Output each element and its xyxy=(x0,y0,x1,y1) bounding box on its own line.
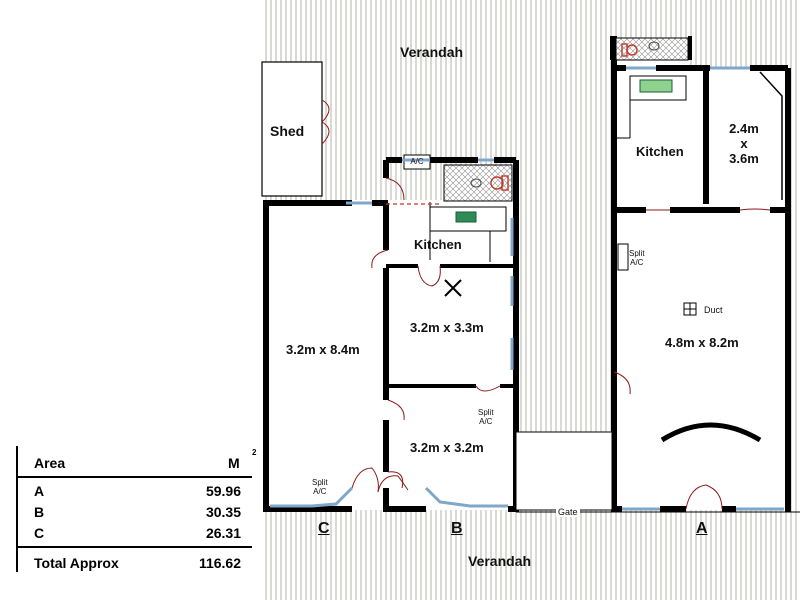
table-total-rule xyxy=(16,546,252,548)
room-b-lower-label: 3.2m x 3.2m xyxy=(410,440,484,455)
duct-icon xyxy=(683,302,697,316)
unit-c-letter: C xyxy=(318,520,330,537)
table-header-superscript: 2 xyxy=(252,448,257,457)
table-header-label: Area xyxy=(34,455,66,471)
room-a-small-label: 2.4m x 3.6m xyxy=(722,121,766,166)
cross-mark-icon xyxy=(444,279,462,297)
room-a-main-label: 4.8m x 8.2m xyxy=(665,335,739,350)
sink-icon xyxy=(455,178,482,223)
shed-label: Shed xyxy=(270,123,305,139)
kitchen-a-label: Kitchen xyxy=(636,144,684,159)
unit-b-wet-area xyxy=(386,154,513,262)
table-row-value: 26.31 xyxy=(205,525,241,541)
door-swing-icon xyxy=(351,467,379,493)
gate-label: Gate xyxy=(556,507,580,517)
kitchen-b-label: Kitchen xyxy=(414,237,462,252)
table-total-label: Total Approx xyxy=(34,555,119,571)
door-swings xyxy=(351,177,771,510)
arch-feature xyxy=(660,422,762,443)
split-ac-c-line1: Split xyxy=(312,478,328,487)
table-row-value: 30.35 xyxy=(205,504,241,520)
table-total-value: 116.62 xyxy=(198,555,241,571)
table-vertical-rule xyxy=(16,446,18,572)
split-ac-c-label: Split A/C xyxy=(312,478,328,496)
table-header-rule xyxy=(16,476,252,478)
verandah-top-label: Verandah xyxy=(400,44,464,60)
toilet-icon xyxy=(490,175,509,191)
room-a-small-dim3: 3.6m xyxy=(729,151,759,166)
fixture-icons xyxy=(444,41,762,443)
split-ac-a-label: Split A/C xyxy=(629,249,645,267)
door-swing-icon xyxy=(475,385,501,392)
windows xyxy=(270,66,784,511)
room-b-upper-label: 3.2m x 3.3m xyxy=(410,320,484,335)
room-c-main-label: 3.2m x 8.4m xyxy=(286,342,360,357)
gate-enclosure xyxy=(515,431,800,513)
shed xyxy=(261,61,330,197)
sink-icon xyxy=(639,41,673,93)
split-ac-a-line1: Split xyxy=(629,249,645,258)
unit-b-letter: B xyxy=(451,520,463,537)
split-ac-b-line2: A/C xyxy=(479,417,493,426)
ac-label: A/C xyxy=(410,157,424,166)
window-icon xyxy=(424,486,508,508)
door-swing-icon xyxy=(387,399,405,421)
door-swing-icon xyxy=(377,475,409,493)
unit-a-walls xyxy=(610,36,791,512)
room-a-small-dim2: x xyxy=(740,136,748,151)
door-swing-icon xyxy=(739,208,771,211)
table-row-label: A xyxy=(34,483,45,499)
door-swing-icon xyxy=(417,265,441,287)
duct-label: Duct xyxy=(704,305,723,315)
split-ac-a-line2: A/C xyxy=(630,258,644,267)
room-a-small-dim1: 2.4m xyxy=(729,121,759,136)
door-swing-icon xyxy=(613,371,631,395)
door-swing-icon xyxy=(385,177,405,201)
area-table: Area M 2 A 59.96 B 30.35 C 26.31 Total A… xyxy=(16,446,256,580)
split-ac-b-label: Split A/C xyxy=(478,408,494,426)
window-icon xyxy=(270,486,354,508)
door-swing-icon xyxy=(371,249,389,269)
split-ac-c-line2: A/C xyxy=(313,487,327,496)
door-swing-icon xyxy=(685,484,723,510)
table-row-label: C xyxy=(34,525,45,541)
table-header-unit: M xyxy=(228,455,240,471)
verandah-bottom-label: Verandah xyxy=(468,553,532,569)
unit-a-letter: A xyxy=(696,520,708,537)
split-ac-b-line1: Split xyxy=(478,408,494,417)
door-swing-icon xyxy=(387,471,404,489)
toilet-icon xyxy=(621,43,638,57)
table-row-value: 59.96 xyxy=(205,483,241,499)
table-row-label: B xyxy=(34,504,45,520)
